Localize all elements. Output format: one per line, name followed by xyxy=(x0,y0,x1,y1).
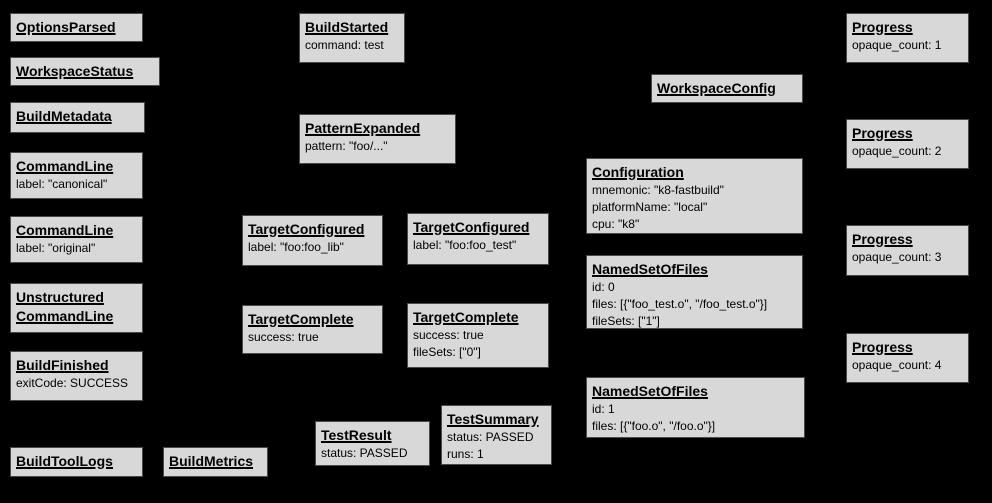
node-progress-3: Progress opaque_count: 3 xyxy=(846,225,969,276)
node-target-configured-foo-lib: TargetConfigured label: "foo:foo_lib" xyxy=(242,215,383,266)
node-title: BuildMetadata xyxy=(16,108,112,124)
node-progress-4: Progress opaque_count: 4 xyxy=(846,333,969,383)
node-pattern-expanded: PatternExpanded pattern: "foo/..." xyxy=(299,114,456,164)
node-title: OptionsParsed xyxy=(16,19,116,35)
node-unstructured-command-line: Unstructured CommandLine xyxy=(10,283,143,333)
node-title: Configuration xyxy=(592,164,684,180)
node-title: BuildMetrics xyxy=(169,453,254,469)
node-named-set-of-files-0: NamedSetOfFiles id: 0 files: [{"foo_test… xyxy=(586,255,803,329)
node-title: Progress xyxy=(852,19,913,35)
node-field: fileSets: ["0"] xyxy=(413,345,481,359)
node-progress-2: Progress opaque_count: 2 xyxy=(846,119,969,169)
node-build-started: BuildStarted command: test xyxy=(299,13,405,63)
node-field: label: "foo:foo_lib" xyxy=(248,240,344,254)
node-title: Progress xyxy=(852,231,913,247)
node-title: Unstructured CommandLine xyxy=(16,289,114,324)
node-workspace-status: WorkspaceStatus xyxy=(10,57,160,86)
node-build-metadata: BuildMetadata xyxy=(10,102,145,133)
node-title: TargetComplete xyxy=(413,309,519,325)
node-target-configured-foo-test: TargetConfigured label: "foo:foo_test" xyxy=(407,213,549,265)
node-field: label: "canonical" xyxy=(16,177,108,191)
node-field: cpu: "k8" xyxy=(592,217,640,231)
node-target-complete-foo-test: TargetComplete success: true fileSets: [… xyxy=(407,303,549,368)
node-title: TargetConfigured xyxy=(413,219,530,235)
node-field: exitCode: SUCCESS xyxy=(16,376,129,390)
node-title: WorkspaceStatus xyxy=(16,63,134,79)
node-field: fileSets: ["1"] xyxy=(592,314,660,328)
node-test-result: TestResult status: PASSED xyxy=(315,421,430,466)
node-title: BuildFinished xyxy=(16,357,109,373)
node-build-metrics: BuildMetrics xyxy=(163,447,268,477)
node-field: success: true xyxy=(413,328,484,342)
node-title: Progress xyxy=(852,125,913,141)
node-title: TargetComplete xyxy=(248,311,354,327)
node-workspace-config: WorkspaceConfig xyxy=(651,74,803,103)
node-command-line-canonical: CommandLine label: "canonical" xyxy=(10,152,143,199)
node-field: opaque_count: 4 xyxy=(852,358,942,372)
node-field: status: PASSED xyxy=(321,446,408,460)
node-title: WorkspaceConfig xyxy=(657,80,776,96)
node-title: CommandLine xyxy=(16,158,114,174)
node-field: command: test xyxy=(305,38,384,52)
node-title: TestSummary xyxy=(447,411,539,427)
node-field: id: 1 xyxy=(592,402,615,416)
node-options-parsed: OptionsParsed xyxy=(10,13,143,42)
node-field: pattern: "foo/..." xyxy=(305,139,388,153)
node-field: platformName: "local" xyxy=(592,200,708,214)
node-title: BuildStarted xyxy=(305,19,389,35)
node-field: files: [{"foo.o", "/foo.o"}] xyxy=(592,419,716,433)
node-title: NamedSetOfFiles xyxy=(592,383,708,399)
node-field: label: "foo:foo_test" xyxy=(413,238,517,252)
node-test-summary: TestSummary status: PASSED runs: 1 xyxy=(441,405,552,465)
node-target-complete-foo-lib: TargetComplete success: true xyxy=(242,305,383,354)
node-field: success: true xyxy=(248,330,319,344)
node-title: NamedSetOfFiles xyxy=(592,261,708,277)
node-title: CommandLine xyxy=(16,222,114,238)
node-title: BuildToolLogs xyxy=(16,453,113,469)
node-field: files: [{"foo_test.o", "/foo_test.o"}] xyxy=(592,297,768,311)
node-progress-1: Progress opaque_count: 1 xyxy=(846,13,969,63)
node-named-set-of-files-1: NamedSetOfFiles id: 1 files: [{"foo.o", … xyxy=(586,377,805,438)
node-build-tool-logs: BuildToolLogs xyxy=(10,447,143,477)
node-title: Progress xyxy=(852,339,913,355)
node-field: opaque_count: 3 xyxy=(852,250,942,264)
node-field: status: PASSED xyxy=(447,430,534,444)
node-field: label: "original" xyxy=(16,241,96,255)
node-title: TestResult xyxy=(321,427,392,443)
node-field: opaque_count: 1 xyxy=(852,38,942,52)
node-command-line-original: CommandLine label: "original" xyxy=(10,216,143,263)
node-field: id: 0 xyxy=(592,280,615,294)
node-configuration: Configuration mnemonic: "k8-fastbuild" p… xyxy=(586,158,803,234)
node-field: opaque_count: 2 xyxy=(852,144,942,158)
node-field: mnemonic: "k8-fastbuild" xyxy=(592,183,724,197)
node-build-finished: BuildFinished exitCode: SUCCESS xyxy=(10,351,143,401)
node-field: runs: 1 xyxy=(447,447,484,461)
node-title: PatternExpanded xyxy=(305,120,421,136)
node-title: TargetConfigured xyxy=(248,221,365,237)
